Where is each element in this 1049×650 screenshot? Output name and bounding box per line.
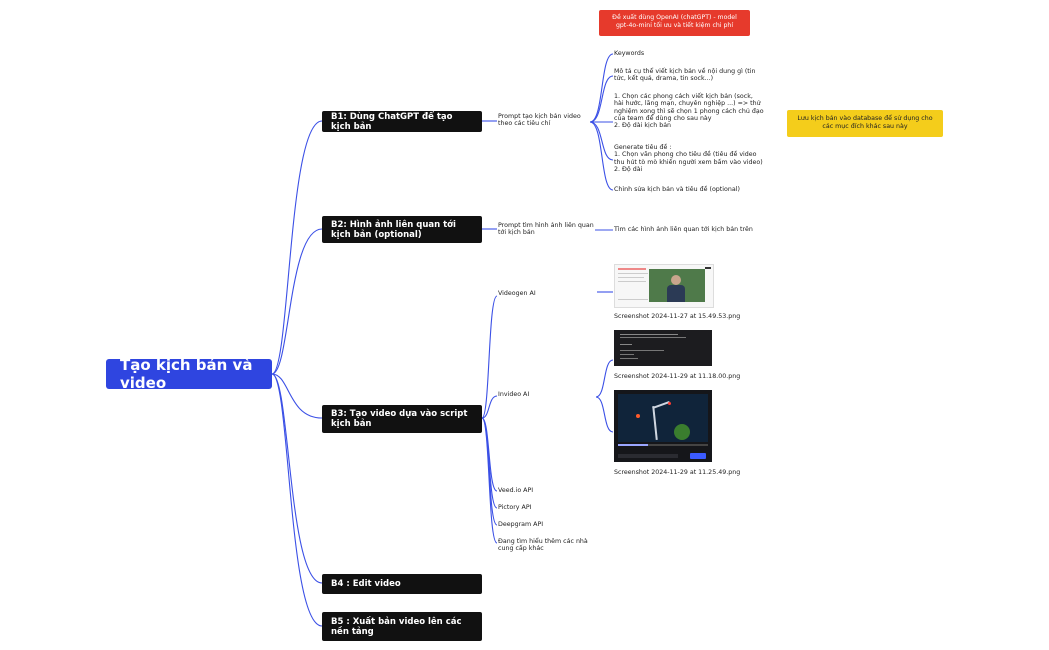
link-root-b5 [271,373,323,627]
link-root-b2 [271,228,323,375]
step-b4[interactable]: B4 : Edit video [322,574,482,594]
b3-veed[interactable]: Veed.io API [498,487,534,494]
b1-describe[interactable]: Mô tả cụ thể viết kịch bản về nội dung g… [614,68,756,83]
b1-keywords[interactable]: Keywords [614,50,645,57]
step-b1[interactable]: B1: Dùng ChatGPT để tạo kịch bản [322,111,482,132]
b2-find[interactable]: Tìm các hình ảnh liên quan tới kịch bản … [614,226,753,233]
root-label: Tạo kịch bản và video [120,356,253,392]
b3-pictory[interactable]: Pictory API [498,504,532,511]
b3-invideo[interactable]: Invideo AI [498,391,530,398]
b1-prompt-node[interactable]: Prompt tạo kịch bản video theo các tiêu … [498,113,581,128]
link-root-b3 [271,373,323,419]
b1-style[interactable]: 1. Chọn các phong cách viết kịch bản (so… [614,93,764,130]
b3-videogen[interactable]: Videogen AI [498,290,536,297]
step-b1-label: B1: Dùng ChatGPT để tạo kịch bản [331,111,453,132]
step-b3[interactable]: B3: Tạo video dựa vào script kịch bản [322,405,482,433]
b1-title[interactable]: Generate tiêu đề : 1. Chọn văn phong cho… [614,144,763,173]
link-root-b1 [271,120,323,375]
link-b1-details [589,53,614,123]
screenshot-invideo-chat[interactable] [614,330,712,366]
note-yellow[interactable]: Lưu kịch bản vào database để sử dụng cho… [787,110,943,137]
screenshot-invideo-chat-caption[interactable]: Screenshot 2024-11-29 at 11.18.00.png [614,373,741,380]
b1-edit[interactable]: Chỉnh sửa kịch bản và tiêu đề (optional) [614,186,740,193]
screenshot-invideo-player-caption[interactable]: Screenshot 2024-11-29 at 11.25.49.png [614,469,741,476]
step-b4-label: B4 : Edit video [331,579,401,589]
link-invideo-shots [595,359,614,398]
screenshot-videogen[interactable] [614,264,714,308]
root-node[interactable]: Tạo kịch bản và video [106,356,272,392]
step-b3-label: B3: Tạo video dựa vào script kịch bản [331,409,468,429]
step-b5[interactable]: B5 : Xuất bản video lên các nền tảng [322,612,482,641]
link-b3-tools [481,295,498,419]
step-b2[interactable]: B2: Hình ảnh liên quan tới kịch bản (opt… [322,216,482,243]
screenshot-invideo-player[interactable] [614,390,712,462]
b3-other[interactable]: Đang tìm hiểu thêm các nhà cung cấp khác [498,538,588,553]
step-b5-label: B5 : Xuất bản video lên các nền tảng [331,616,462,637]
screenshot-videogen-caption[interactable]: Screenshot 2024-11-27 at 15.49.53.png [614,313,741,320]
b3-deepgram[interactable]: Deepgram API [498,521,544,528]
b2-prompt-node[interactable]: Prompt tìm hình ảnh liên quan tới kịch b… [498,222,594,237]
note-red[interactable]: Đề xuất dùng OpenAI (chatGPT) - model gp… [599,10,750,36]
step-b2-label: B2: Hình ảnh liên quan tới kịch bản (opt… [331,219,456,240]
